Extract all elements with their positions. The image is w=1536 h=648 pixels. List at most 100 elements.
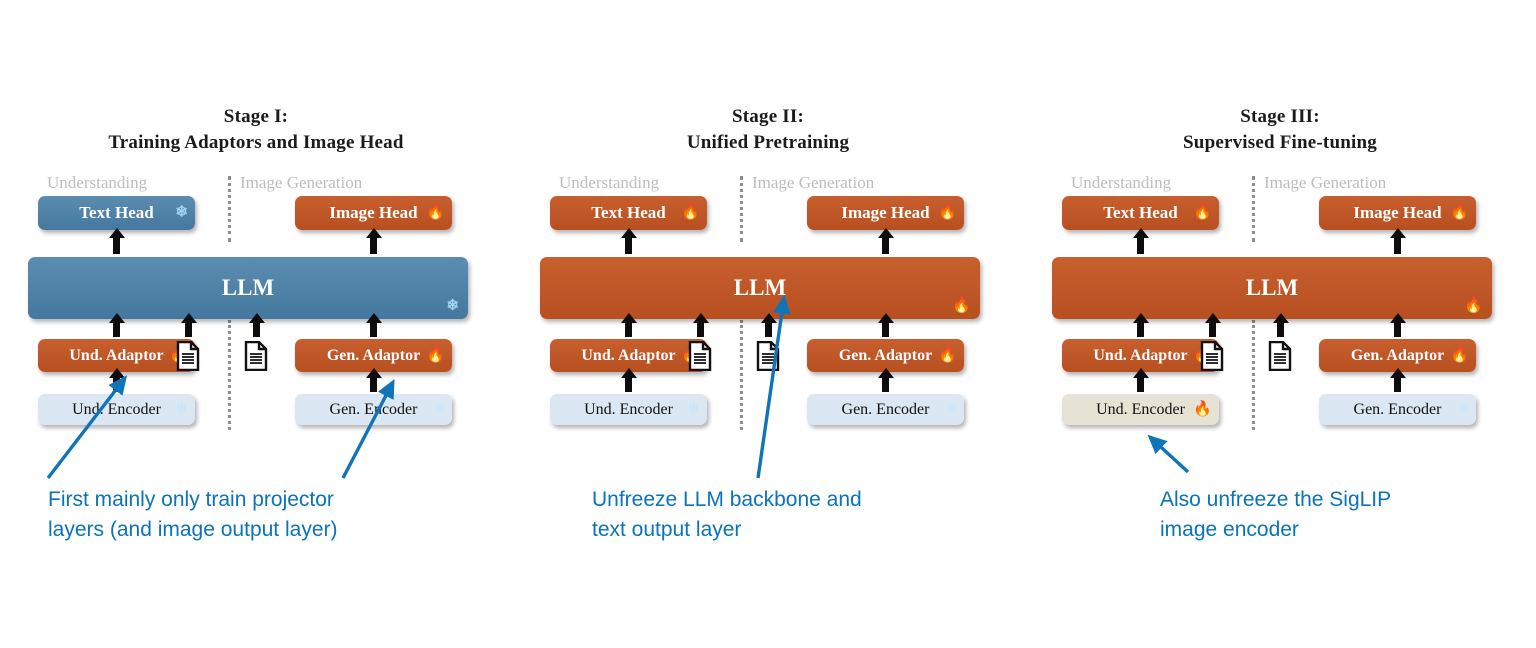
stage-3-title-line2: Supervised Fine-tuning xyxy=(1183,132,1377,153)
gen-adaptor-box[interactable]: Gen. Adaptor 🔥 xyxy=(1319,339,1476,372)
document-icon xyxy=(1200,340,1224,372)
modality-divider-bottom xyxy=(740,320,743,430)
stage-2-title-line2: Unified Pretraining xyxy=(686,132,850,153)
arrow-text-doc-right-to-llm xyxy=(253,321,260,337)
stage-1-title-line2: Training Adaptors and Image Head xyxy=(108,132,404,153)
snowflake-icon: ❄ xyxy=(1456,401,1469,417)
und-encoder-label: Und. Encoder xyxy=(1096,400,1185,418)
column-label-understanding: Understanding xyxy=(1071,173,1172,192)
fire-icon: 🔥 xyxy=(1450,347,1469,363)
arrow-llm-to-text-head xyxy=(113,236,120,254)
llm-box[interactable]: LLM 🔥 xyxy=(1052,257,1492,319)
image-head-box[interactable]: Image Head 🔥 xyxy=(295,196,452,230)
arrow-gen-adaptor-to-llm xyxy=(882,321,889,337)
text-head-box[interactable]: Text Head 🔥 xyxy=(1062,196,1219,230)
text-head-box[interactable]: Text Head ❄ xyxy=(38,196,195,230)
stage-2-title-line1: Stage II: xyxy=(732,106,804,127)
arrow-llm-to-image-head xyxy=(370,236,377,254)
gen-encoder-label: Gen. Encoder xyxy=(1353,400,1442,418)
document-icon xyxy=(688,340,712,372)
stage-1-title: Stage I: Training Adaptors and Image Hea… xyxy=(0,104,512,156)
fire-icon: 🔥 xyxy=(1193,204,1212,221)
annotation-2: Unfreeze LLM backbone and text output la… xyxy=(592,488,862,541)
fire-icon: 🔥 xyxy=(1464,298,1483,314)
image-head-label: Image Head xyxy=(1353,203,1442,222)
und-adaptor-label: Und. Adaptor xyxy=(1093,346,1188,364)
llm-label: LLM xyxy=(733,275,787,300)
gen-adaptor-label: Gen. Adaptor xyxy=(838,346,933,364)
und-adaptor-box[interactable]: Und. Adaptor 🔥 xyxy=(38,339,195,372)
stage-3: Stage III: Supervised Fine-tuning Unders… xyxy=(1024,0,1536,648)
arrow-llm-to-text-head xyxy=(625,236,632,254)
arrow-und-adaptor-to-llm xyxy=(625,321,632,337)
snowflake-icon: ❄ xyxy=(944,401,957,417)
snowflake-icon: ❄ xyxy=(687,401,700,417)
stage-1: Stage I: Training Adaptors and Image Hea… xyxy=(0,0,512,648)
fire-icon: 🔥 xyxy=(952,298,971,314)
column-label-image-generation: Image Generation xyxy=(1264,173,1387,192)
arrow-und-encoder-to-adaptor xyxy=(113,376,120,392)
gen-encoder-label: Gen. Encoder xyxy=(329,400,418,418)
arrow-gen-adaptor-to-llm xyxy=(370,321,377,337)
gen-encoder-label: Gen. Encoder xyxy=(841,400,930,418)
arrow-und-adaptor-to-llm xyxy=(1137,321,1144,337)
stage-3-title-line1: Stage III: xyxy=(1240,106,1320,127)
arrow-llm-to-text-head xyxy=(1137,236,1144,254)
column-label-understanding: Understanding xyxy=(47,173,148,192)
arrow-und-encoder-to-adaptor xyxy=(1137,376,1144,392)
column-label-image-generation: Image Generation xyxy=(752,173,875,192)
snowflake-icon: ❄ xyxy=(175,204,188,221)
stage-2: Stage II: Unified Pretraining Understand… xyxy=(512,0,1024,648)
llm-label: LLM xyxy=(1245,275,1299,300)
image-head-box[interactable]: Image Head 🔥 xyxy=(1319,196,1476,230)
und-adaptor-box[interactable]: Und. Adaptor 🔥 xyxy=(1062,339,1219,372)
und-encoder-box[interactable]: Und. Encoder ❄ xyxy=(38,394,195,425)
fire-icon: 🔥 xyxy=(938,347,957,363)
arrow-gen-encoder-to-adaptor xyxy=(370,376,377,392)
und-adaptor-label: Und. Adaptor xyxy=(581,346,676,364)
gen-adaptor-label: Gen. Adaptor xyxy=(1350,346,1445,364)
text-head-box[interactable]: Text Head 🔥 xyxy=(550,196,707,230)
und-encoder-box[interactable]: Und. Encoder ❄ xyxy=(550,394,707,425)
arrow-llm-to-image-head xyxy=(882,236,889,254)
gen-encoder-box[interactable]: Gen. Encoder ❄ xyxy=(807,394,964,425)
und-encoder-label: Und. Encoder xyxy=(584,400,673,418)
text-head-label: Text Head xyxy=(591,203,666,222)
gen-encoder-box[interactable]: Gen. Encoder ❄ xyxy=(295,394,452,425)
arrow-gen-encoder-to-adaptor xyxy=(882,376,889,392)
image-head-box[interactable]: Image Head 🔥 xyxy=(807,196,964,230)
document-icon xyxy=(244,340,268,372)
arrow-text-doc-right-to-llm xyxy=(1277,321,1284,337)
gen-encoder-box[interactable]: Gen. Encoder ❄ xyxy=(1319,394,1476,425)
stage-3-title: Stage III: Supervised Fine-tuning xyxy=(1024,104,1536,156)
fire-icon: 🔥 xyxy=(938,204,957,221)
arrow-text-doc-left-to-llm xyxy=(185,321,192,337)
fire-icon: 🔥 xyxy=(426,204,445,221)
stage-2-title: Stage II: Unified Pretraining xyxy=(512,104,1024,156)
llm-label: LLM xyxy=(221,275,275,300)
arrow-llm-to-image-head xyxy=(1394,236,1401,254)
annotation-3: Also unfreeze the SigLIP image encoder xyxy=(1160,488,1392,541)
arrow-text-doc-left-to-llm xyxy=(697,321,704,337)
gen-adaptor-box[interactable]: Gen. Adaptor 🔥 xyxy=(807,339,964,372)
und-encoder-box[interactable]: Und. Encoder 🔥 xyxy=(1062,394,1219,425)
llm-box[interactable]: LLM 🔥 xyxy=(540,257,980,319)
arrow-und-adaptor-to-llm xyxy=(113,321,120,337)
annotation-1: First mainly only train projector layers… xyxy=(48,488,338,541)
text-head-label: Text Head xyxy=(79,203,154,222)
image-head-label: Image Head xyxy=(841,203,930,222)
column-label-understanding: Understanding xyxy=(559,173,660,192)
arrow-gen-encoder-to-adaptor xyxy=(1394,376,1401,392)
gen-adaptor-box[interactable]: Gen. Adaptor 🔥 xyxy=(295,339,452,372)
modality-divider-top xyxy=(740,176,743,242)
llm-box[interactable]: LLM ❄ xyxy=(28,257,468,319)
arrow-text-doc-right-to-llm xyxy=(765,321,772,337)
und-encoder-label: Und. Encoder xyxy=(72,400,161,418)
snowflake-icon: ❄ xyxy=(446,298,459,314)
arrow-text-doc-left-to-llm xyxy=(1209,321,1216,337)
document-icon xyxy=(176,340,200,372)
arrow-und-encoder-to-adaptor xyxy=(625,376,632,392)
fire-icon: 🔥 xyxy=(681,204,700,221)
column-label-image-generation: Image Generation xyxy=(240,173,363,192)
snowflake-icon: ❄ xyxy=(175,401,188,417)
